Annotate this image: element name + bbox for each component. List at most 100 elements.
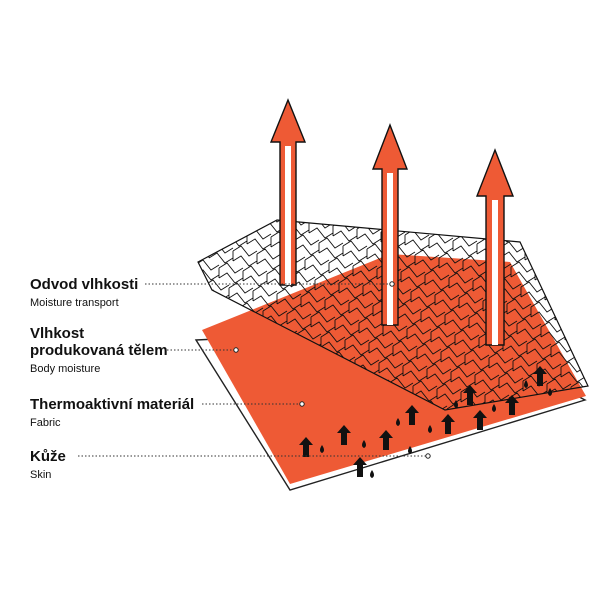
label-body-moisture: Vlhkost produkovaná tělem Body moisture: [30, 325, 168, 375]
mesh-cell: [127, 214, 151, 234]
mesh-cell: [217, 169, 241, 189]
label-subtitle: Skin: [30, 469, 51, 481]
mesh-cell: [580, 401, 588, 410]
label-title: Odvod vlhkosti: [30, 276, 138, 293]
mesh-cell: [246, 228, 272, 250]
mesh-cell: [299, 198, 323, 218]
mesh-cell: [548, 247, 574, 269]
mesh-cell: [314, 274, 340, 296]
mesh-cell: [228, 282, 254, 304]
mesh-cell: [458, 292, 484, 314]
mesh-cell: [308, 220, 334, 239]
label-title: Thermoaktivní materiál: [30, 396, 194, 413]
mesh-cell: [251, 192, 275, 212]
mesh-cell: [107, 174, 131, 194]
large-arrows-group: [269, 98, 515, 346]
arrow-up-icon: [473, 410, 487, 430]
mesh-cell: [516, 318, 542, 340]
mesh-cell: [212, 220, 238, 227]
mesh-cell: [337, 184, 361, 204]
mesh-cell: [165, 200, 189, 220]
mesh-cell: [310, 311, 336, 333]
mesh-cell: [524, 244, 550, 266]
mesh-cell: [151, 217, 175, 237]
mesh-cell: [137, 234, 161, 254]
mesh-cell: [320, 331, 346, 353]
label-subtitle: Body moisture: [30, 363, 100, 375]
mesh-cell: [344, 334, 370, 356]
label-title-line2: produkovaná tělem: [30, 342, 168, 359]
mesh-cell: [510, 261, 536, 283]
mesh-cell: [428, 232, 454, 254]
mesh-cell: [488, 352, 514, 374]
mesh-cell: [426, 363, 452, 385]
mesh-cell: [474, 369, 500, 391]
mesh-cell: [477, 464, 501, 484]
mesh-cell: [171, 257, 195, 277]
arrow-up-icon: [379, 430, 393, 450]
mesh-cell: [582, 270, 588, 292]
mesh-cell: [535, 490, 559, 510]
mesh-cell: [434, 289, 460, 311]
mesh-cell: [147, 254, 171, 274]
droplet-icon: [454, 400, 458, 408]
mesh-cell: [198, 220, 200, 241]
mesh-cell: [528, 220, 554, 229]
mesh-cell: [436, 383, 462, 405]
mesh-cell: [334, 314, 360, 336]
mesh-cell: [442, 220, 468, 237]
mesh-cell: [167, 294, 191, 314]
small-arrows-group: [299, 366, 547, 477]
droplet-icon: [320, 445, 324, 453]
mesh-cell: [402, 360, 428, 382]
mesh-cell: [450, 366, 476, 388]
arrow-up-icon: [353, 457, 367, 477]
mesh-cell: [512, 355, 538, 377]
droplets-group: [320, 380, 552, 478]
mesh-cell: [501, 467, 525, 487]
mesh-cell: [564, 324, 588, 346]
mesh-cell: [595, 385, 600, 405]
mesh-cell: [443, 441, 467, 461]
mesh-cell: [457, 199, 481, 219]
mesh-cell: [352, 260, 378, 282]
mesh-cell: [429, 458, 453, 478]
mesh-cell: [286, 308, 312, 330]
label-fabric: Thermoaktivní materiál Fabric: [30, 396, 194, 429]
arrow-up-icon: [299, 437, 313, 457]
mesh-cell: [504, 220, 530, 226]
mesh-cell: [549, 473, 573, 493]
mesh-cell: [440, 346, 466, 368]
mesh-cell: [438, 252, 464, 274]
mesh-cell: [161, 237, 185, 257]
mesh-cell: [530, 301, 556, 323]
mesh-cell: [416, 343, 442, 365]
mesh-cell: [591, 422, 600, 442]
arrow-highlight: [285, 146, 291, 285]
mesh-cell: [332, 220, 358, 242]
leader-dot-body: [233, 347, 239, 353]
mesh-cell: [300, 291, 326, 313]
mesh-cell: [338, 277, 364, 299]
mesh-cell: [198, 222, 224, 244]
droplet-icon: [362, 440, 366, 448]
mesh-cell: [554, 304, 580, 326]
mesh-cell: [313, 181, 337, 201]
mesh-cell: [454, 329, 480, 351]
mesh-cell: [391, 472, 415, 492]
droplet-icon: [370, 470, 374, 478]
mesh-cell: [453, 461, 477, 481]
mesh-cell: [589, 328, 600, 348]
mesh-cell: [406, 323, 432, 345]
mesh-cell: [577, 439, 600, 459]
mesh-cell: [121, 157, 145, 177]
mesh-cell: [538, 227, 564, 249]
mesh-cell: [553, 436, 577, 456]
mesh-cell: [424, 269, 450, 291]
mesh-cell: [583, 496, 600, 516]
mesh-cell: [276, 288, 302, 310]
mesh-cell: [203, 186, 227, 206]
arrow-up-icon: [463, 385, 477, 405]
mesh-cell: [400, 266, 426, 288]
droplet-icon: [428, 425, 432, 433]
